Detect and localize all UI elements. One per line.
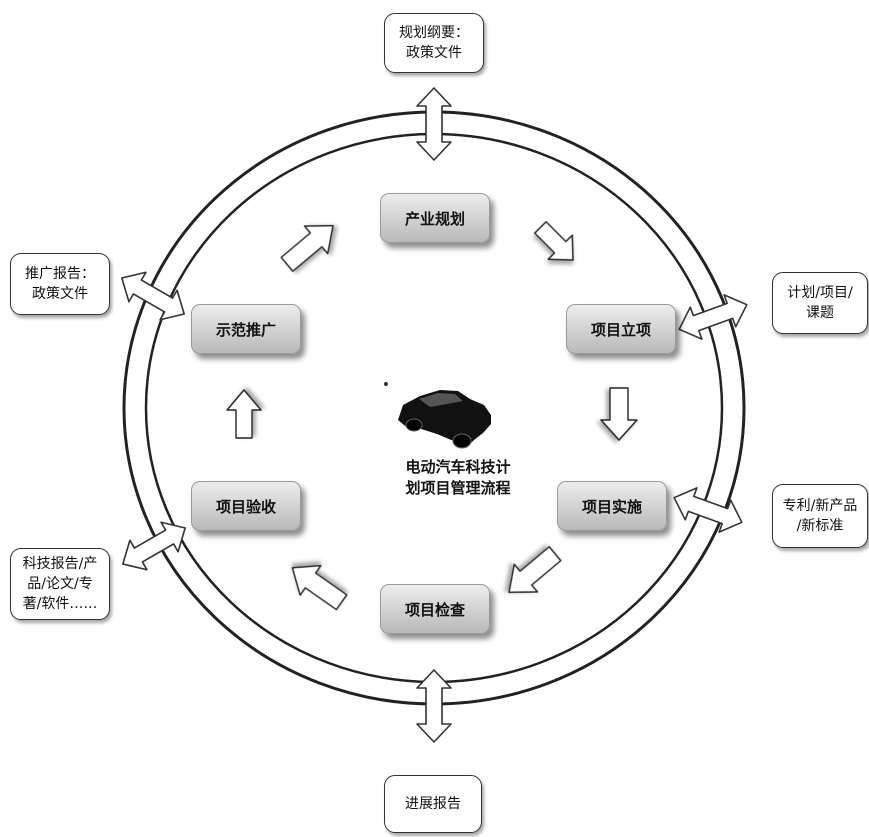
connector-bottom [416,669,452,743]
center-title: 电动汽车科技计 划项目管理流程 [405,458,511,497]
doc-right-upper: 计划/项目/ 课题 [772,272,868,334]
stage-project-implementation: 项目实施 [557,481,667,531]
connector-right-lower [673,487,743,533]
car-icon [384,382,491,449]
stage-project-inspection: 项目检查 [380,584,490,634]
doc-left-upper: 推广报告： 政策文件 [10,253,110,315]
connector-left-lower [122,521,186,571]
flow-arrows [226,220,638,611]
arrow-approval-to-implementation [600,387,638,441]
connector-top [416,87,452,161]
stage-project-acceptance: 项目验收 [191,481,301,531]
arrow-inspection-to-acceptance [291,564,348,611]
arrow-implementation-to-inspection [508,546,562,594]
arrow-promotion-to-planning [280,224,334,272]
doc-top: 规划纲要： 政策文件 [384,13,484,73]
connector-left-upper [121,271,185,321]
connector-right-upper [678,294,748,340]
document-connectors [121,87,748,743]
stage-demo-promotion: 示范推广 [191,304,301,354]
doc-bottom: 进展报告 [384,775,482,833]
doc-right-lower: 专利/新产品 /新标准 [772,484,868,548]
stage-project-approval: 项目立项 [566,304,676,354]
stage-industry-planning: 产业规划 [380,193,490,243]
arrow-acceptance-to-promotion [226,389,262,439]
doc-left-lower: 科技报告/产 品/论文/专 著/软件…… [10,548,110,620]
arrow-planning-to-approval [533,220,574,261]
